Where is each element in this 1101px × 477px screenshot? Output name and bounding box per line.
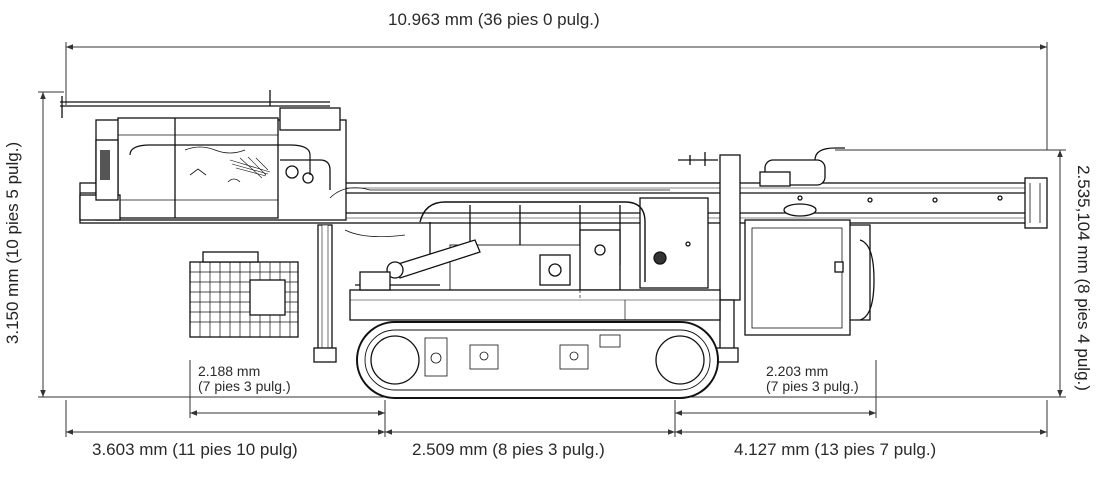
- rear-overhang-label: 4.127 mm (13 pies 7 pulg.): [734, 440, 937, 459]
- right-inner-ft-label: (7 pies 3 pulg.): [766, 378, 859, 394]
- front-overhang-label: 3.603 mm (11 pies 10 pulg): [92, 440, 298, 459]
- dimension-lines: [38, 42, 1066, 437]
- machine-outline: [60, 90, 1048, 399]
- right-height-label: 2.535,104 mm (8 pies 4 pulg.): [1074, 165, 1093, 391]
- right-inner-mm-label: 2.203 mm: [766, 363, 829, 379]
- left-inner-mm-label: 2.188 mm: [198, 363, 261, 379]
- left-inner-ft-label: (7 pies 3 pulg.): [198, 378, 291, 394]
- track-center-label: 2.509 mm (8 pies 3 pulg.): [412, 440, 605, 459]
- overall-height-label: 3.150 mm (10 pies 5 pulg.): [3, 141, 22, 345]
- overall-length-label: 10.963 mm (36 pies 0 pulg.): [388, 10, 600, 29]
